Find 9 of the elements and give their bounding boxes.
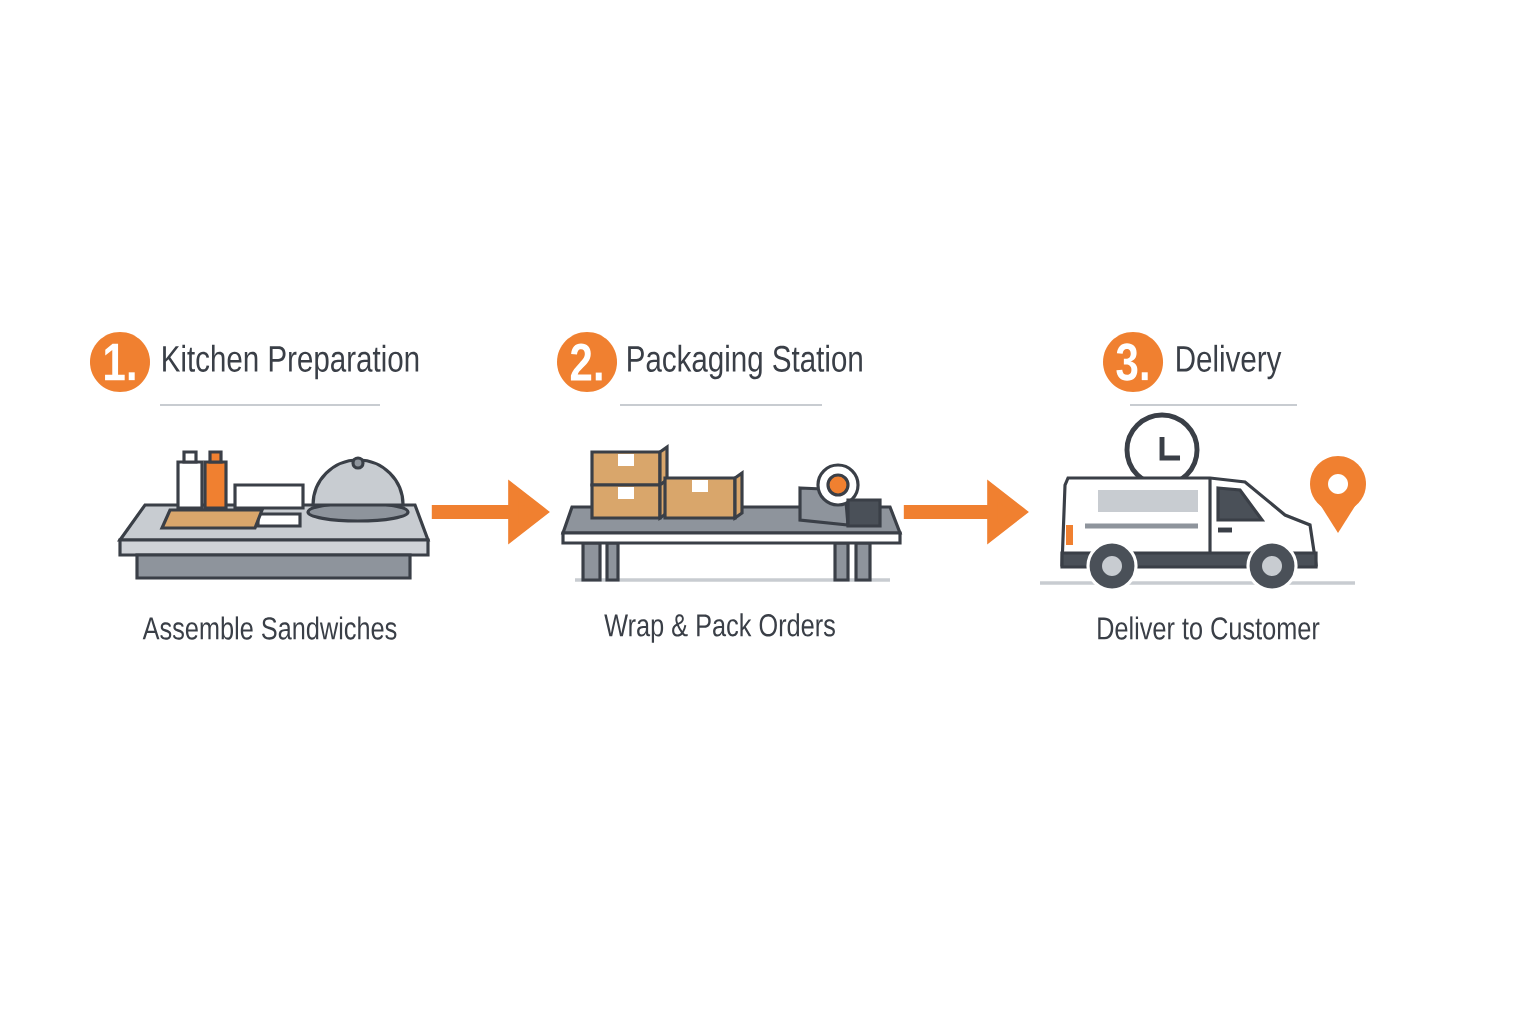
step-caption: Wrap & Pack Orders bbox=[604, 613, 835, 643]
step-caption: Deliver to Customer bbox=[1098, 616, 1320, 640]
step-title: Packaging Station bbox=[628, 344, 862, 380]
step-title: Delivery bbox=[1177, 344, 1282, 380]
step-badge: 2. bbox=[557, 332, 618, 392]
step-title: Kitchen Preparation bbox=[163, 344, 419, 380]
step-caption: Assemble Sandwiches bbox=[142, 616, 397, 640]
step-badge: 3. bbox=[1103, 332, 1164, 392]
step-badge: 1. bbox=[90, 332, 150, 392]
